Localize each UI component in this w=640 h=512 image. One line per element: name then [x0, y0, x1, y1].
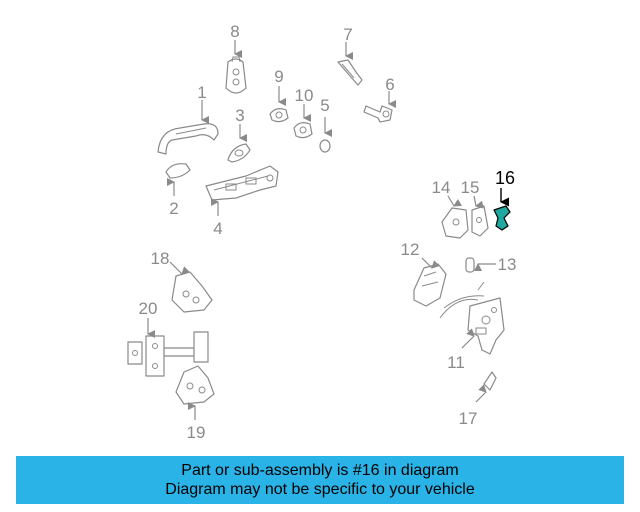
- callout-3: 3: [235, 106, 244, 125]
- part-7-rod: [337, 59, 363, 86]
- banner-line-part: Part or sub-assembly is #16 in diagram: [181, 462, 459, 479]
- callout-18: 18: [151, 249, 170, 268]
- callout-5: 5: [320, 96, 329, 115]
- callout-8: 8: [230, 22, 239, 41]
- part-9-cap: [269, 108, 289, 123]
- callout-9: 9: [274, 67, 283, 86]
- callout-12: 12: [401, 240, 420, 259]
- part-16-highlighted: [493, 205, 511, 231]
- part-19-lower-hinge: [175, 365, 215, 405]
- part-4-handle-carrier: [205, 165, 279, 201]
- part-20-door-check: [127, 331, 209, 377]
- part-12-cover: [413, 263, 447, 307]
- info-banner: Part or sub-assembly is #16 in diagram D…: [16, 456, 624, 504]
- leader-14: [447, 195, 463, 207]
- callout-11: 11: [447, 353, 465, 372]
- callout-17: 17: [459, 409, 478, 428]
- callout-6: 6: [385, 75, 394, 94]
- part-2-cover: [165, 163, 191, 179]
- part-10-cover: [293, 122, 313, 139]
- callout-4: 4: [213, 219, 222, 238]
- leader-15: [473, 195, 484, 209]
- leader-12: [421, 257, 440, 269]
- part-11-lock-actuator: [439, 281, 505, 355]
- part-15-plate: [471, 205, 489, 237]
- callout-20: 20: [139, 299, 158, 318]
- part-5-plug: [319, 139, 331, 153]
- part-6-lock-cylinder: [363, 105, 393, 123]
- banner-line-disclaimer: Diagram may not be specific to your vehi…: [165, 481, 475, 498]
- callout-19: 19: [187, 423, 206, 442]
- leader-11: [461, 328, 475, 349]
- callout-13: 13: [498, 255, 517, 274]
- callout-16: 16: [495, 168, 515, 188]
- callout-14: 14: [432, 178, 451, 197]
- callout-1: 1: [197, 83, 206, 102]
- leader-17: [475, 384, 487, 403]
- part-13-clip: [465, 257, 475, 273]
- callout-7: 7: [343, 25, 352, 44]
- part-17-rod: [483, 371, 497, 391]
- parts-diagram: 8 7 6 9 10 5 1 3: [127, 22, 517, 442]
- part-8-key: [225, 56, 247, 94]
- callout-10: 10: [295, 86, 314, 105]
- part-18-hinge: [171, 271, 213, 313]
- part-14-bracket: [441, 207, 469, 239]
- callout-15: 15: [461, 178, 480, 197]
- callout-2: 2: [169, 199, 178, 218]
- leader-18: [169, 261, 190, 275]
- part-1-outer-handle: [157, 123, 219, 155]
- part-3-bezel: [227, 143, 251, 163]
